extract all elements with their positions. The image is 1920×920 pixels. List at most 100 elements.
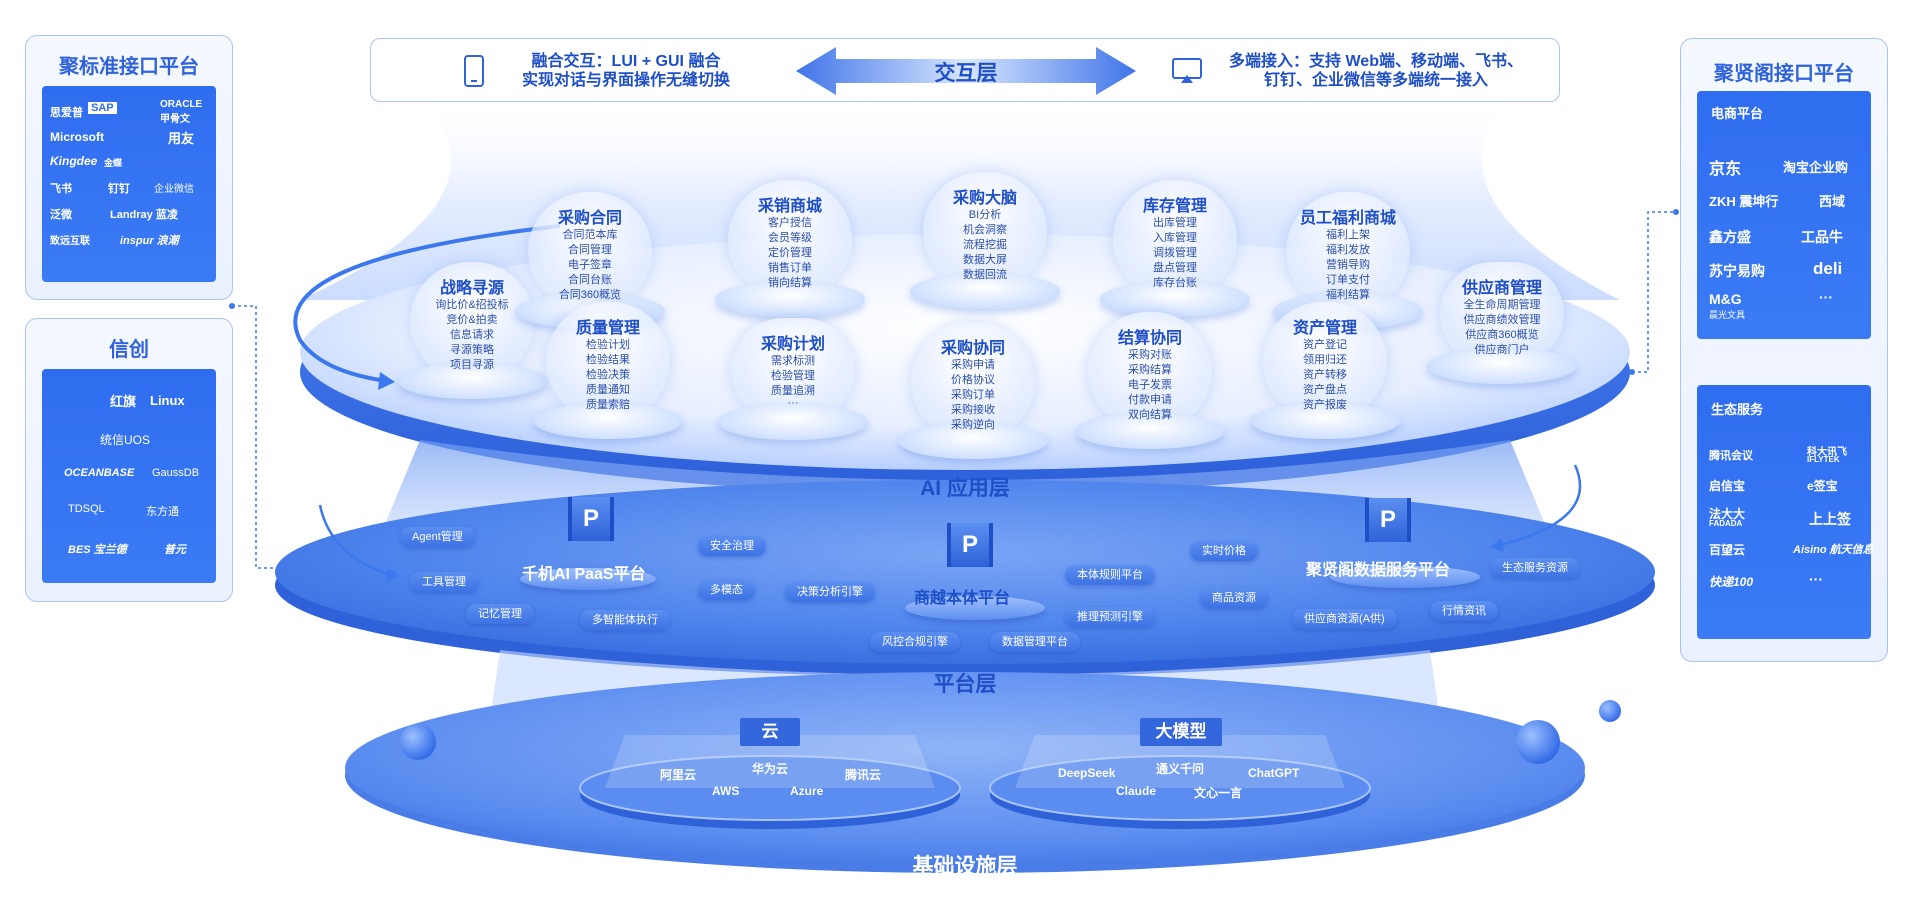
cloud-item-huawei: 华为云 bbox=[752, 762, 789, 776]
feishu-logo: 飞书 bbox=[50, 183, 72, 195]
platform-capability-pill: 多模态 bbox=[698, 580, 755, 600]
oceanbase-logo: OCEANBASE bbox=[64, 467, 135, 479]
ai-module: 结算协同采购对账采购结算电子发票付款申请双向结算 bbox=[1070, 312, 1230, 449]
llm-item-claude: Claude bbox=[1116, 784, 1157, 798]
kuaidi100-logo: 快递100 bbox=[1709, 575, 1754, 589]
ai-module-item: 福利结算 bbox=[1326, 289, 1370, 301]
iflytek-logo-cn: 科大讯飞 bbox=[1807, 447, 1847, 458]
tdsql-logo: TDSQL bbox=[68, 503, 105, 515]
ai-module: 质量管理检验计划检验结果检验决策质量通知质量索赔 bbox=[528, 302, 688, 439]
ai-module-item: 检验结果 bbox=[586, 354, 630, 366]
xfs-logo: 鑫方盛 bbox=[1709, 229, 1751, 245]
aisino-logo: Aisino 航天信息 bbox=[1793, 544, 1874, 556]
platform-capability-pill: Agent管理 bbox=[400, 527, 475, 547]
more-ecommerce: ··· bbox=[1819, 289, 1833, 305]
ai-module-item: 寻源策略 bbox=[450, 344, 494, 356]
ai-module-item: 资产转移 bbox=[1303, 369, 1347, 381]
ai-module: 采购计划需求标测检验管理质量追溯··· bbox=[713, 318, 873, 440]
platform-capability-pill: 推理预测引擎 bbox=[1065, 607, 1155, 627]
iflytek-logo: IFLYTEK bbox=[1807, 455, 1840, 464]
ai-module: 库存管理出库管理入库管理调拨管理盘点管理库存台账 bbox=[1095, 180, 1255, 317]
platform-capability-pill: 决策分析引擎 bbox=[785, 582, 875, 602]
interaction-left-line-2: 实现对话与界面操作无缝切换 bbox=[521, 72, 730, 89]
ai-module-item: 入库管理 bbox=[1153, 232, 1197, 244]
cloud-item-aws: AWS bbox=[712, 784, 740, 798]
ai-module-item: 领用归还 bbox=[1303, 354, 1347, 366]
jxg-interface-title: 聚贤阁接口平台 bbox=[1714, 63, 1854, 85]
platform-capability-pill: 供应商资源(A供) bbox=[1292, 609, 1397, 629]
standard-interface-title: 聚标准接口平台 bbox=[59, 56, 199, 78]
dingtalk-logo: 钉钉 bbox=[108, 183, 130, 195]
ai-module-item: 竞价&拍卖 bbox=[446, 314, 498, 326]
ai-module-item: 合同台账 bbox=[568, 274, 612, 286]
taobao-logo: 淘宝企业购 bbox=[1783, 160, 1849, 175]
ai-module-item: 全生命周期管理 bbox=[1463, 299, 1541, 311]
ai-module-plate bbox=[1250, 403, 1400, 439]
llm-item-chatgpt: ChatGPT bbox=[1248, 766, 1300, 780]
ai-module: 资产管理资产登记领用归还资产转移资产盘点资产报废 bbox=[1245, 302, 1405, 439]
fadada-logo: FADADA bbox=[1709, 519, 1743, 528]
linux-logo: Linux bbox=[150, 393, 185, 408]
ai-module-title: 质量管理 bbox=[575, 320, 640, 337]
tencent-meeting-logo: 腾讯会议 bbox=[1709, 450, 1753, 462]
ai-module-plate bbox=[1427, 348, 1577, 384]
ai-module-item: 采购订单 bbox=[951, 389, 995, 401]
ai-module-item: 采购接收 bbox=[951, 404, 995, 416]
standard-logos-card: 思爱普 SAP ORACLE 甲骨文 Microsoft 用友 Kingdee … bbox=[42, 86, 216, 282]
ai-module-item: 营销导购 bbox=[1326, 259, 1370, 271]
kingdee-logo: Kingdee bbox=[50, 154, 98, 168]
ai-module-item: 询比价&招投标 bbox=[435, 299, 509, 311]
ai-module-item: 需求标测 bbox=[771, 355, 815, 367]
tongtech-logo: 东方通 bbox=[146, 506, 179, 518]
ai-module-orb bbox=[911, 322, 1035, 441]
platform-capability-pill: 风控合规引擎 bbox=[870, 632, 960, 652]
ai-module-item: 福利上架 bbox=[1326, 229, 1370, 241]
ai-module-title: 结算协同 bbox=[1117, 330, 1182, 347]
ai-module-title: 采购计划 bbox=[760, 336, 825, 353]
ai-module-item: 采购逆向 bbox=[951, 419, 995, 431]
infra-layer-label: 基础设施层 bbox=[912, 855, 1018, 878]
jd-logo: 京东 bbox=[1709, 161, 1742, 178]
paas-platform-base bbox=[520, 568, 656, 590]
weaver-logo: 泛微 bbox=[50, 209, 72, 221]
ai-module-title: 采销商城 bbox=[757, 198, 822, 215]
ai-module: 采购协同采购申请价格协议采购订单采购接收采购逆向 bbox=[893, 322, 1053, 459]
ai-module-item: 客户授信 bbox=[768, 217, 812, 229]
ai-module-plate bbox=[715, 281, 865, 317]
platform-capability-pill: 本体规则平台 bbox=[1065, 565, 1155, 585]
platform-capability-pill: 安全治理 bbox=[698, 536, 766, 556]
ai-module-item: 机会洞察 bbox=[963, 224, 1007, 236]
ai-module-item: 双向结算 bbox=[1128, 409, 1172, 421]
ai-module-item: 调拨管理 bbox=[1153, 247, 1197, 259]
interaction-left-line-1: 融合交互：LUI + GUI 融合 bbox=[531, 53, 721, 70]
zkh-logo: ZKH 震坤行 bbox=[1709, 194, 1779, 209]
bes-logo: BES 宝兰德 bbox=[68, 544, 127, 556]
ai-module-plate bbox=[898, 423, 1048, 459]
ai-module-plate bbox=[1075, 413, 1225, 449]
ai-module-item: 出库管理 bbox=[1153, 217, 1197, 229]
oracle-logo-cn: 甲骨文 bbox=[160, 114, 190, 125]
ai-module-title: 供应商管理 bbox=[1461, 280, 1542, 297]
ai-module-item: 数据大屏 bbox=[963, 254, 1007, 266]
mg-logo: M&G bbox=[1709, 291, 1742, 307]
platform-capability-pill: 商品资源 bbox=[1200, 588, 1268, 608]
mg-logo-cn: 晨光文具 bbox=[1709, 310, 1746, 320]
ai-module-item: 合同范本库 bbox=[562, 229, 618, 241]
landray-logo: Landray 蓝凌 bbox=[110, 209, 178, 221]
ai-module-item: 资产盘点 bbox=[1303, 384, 1347, 396]
ecommerce-heading: 电商平台 bbox=[1711, 106, 1764, 121]
ecosystem-heading: 生态服务 bbox=[1711, 402, 1764, 417]
ai-module-item: 付款申请 bbox=[1128, 394, 1172, 406]
wecom-logo: 企业微信 bbox=[154, 184, 194, 195]
ai-module: 战略寻源询比价&招投标竞价&拍卖信息请求寻源策略项目寻源 bbox=[392, 262, 552, 399]
sap-logo-cn: 思爱普 bbox=[50, 107, 83, 119]
yonyou-logo: 用友 bbox=[168, 131, 195, 146]
ai-module-title: 资产管理 bbox=[1292, 320, 1357, 337]
standard-interface-panel: 聚标准接口平台 思爱普 SAP ORACLE 甲骨文 Microsoft 用友 … bbox=[25, 35, 233, 300]
ai-module-item: 定价管理 bbox=[768, 247, 812, 259]
gongpinniu-logo: 工品牛 bbox=[1801, 229, 1843, 245]
microsoft-logo: Microsoft bbox=[50, 130, 104, 144]
ai-module-title: 库存管理 bbox=[1142, 198, 1207, 215]
platform-capability-pill: 数据管理平台 bbox=[990, 632, 1080, 652]
xinchuang-panel: 信创 红旗 Linux 统信UOS OCEANBASE GaussDB TDSQ… bbox=[25, 318, 233, 602]
